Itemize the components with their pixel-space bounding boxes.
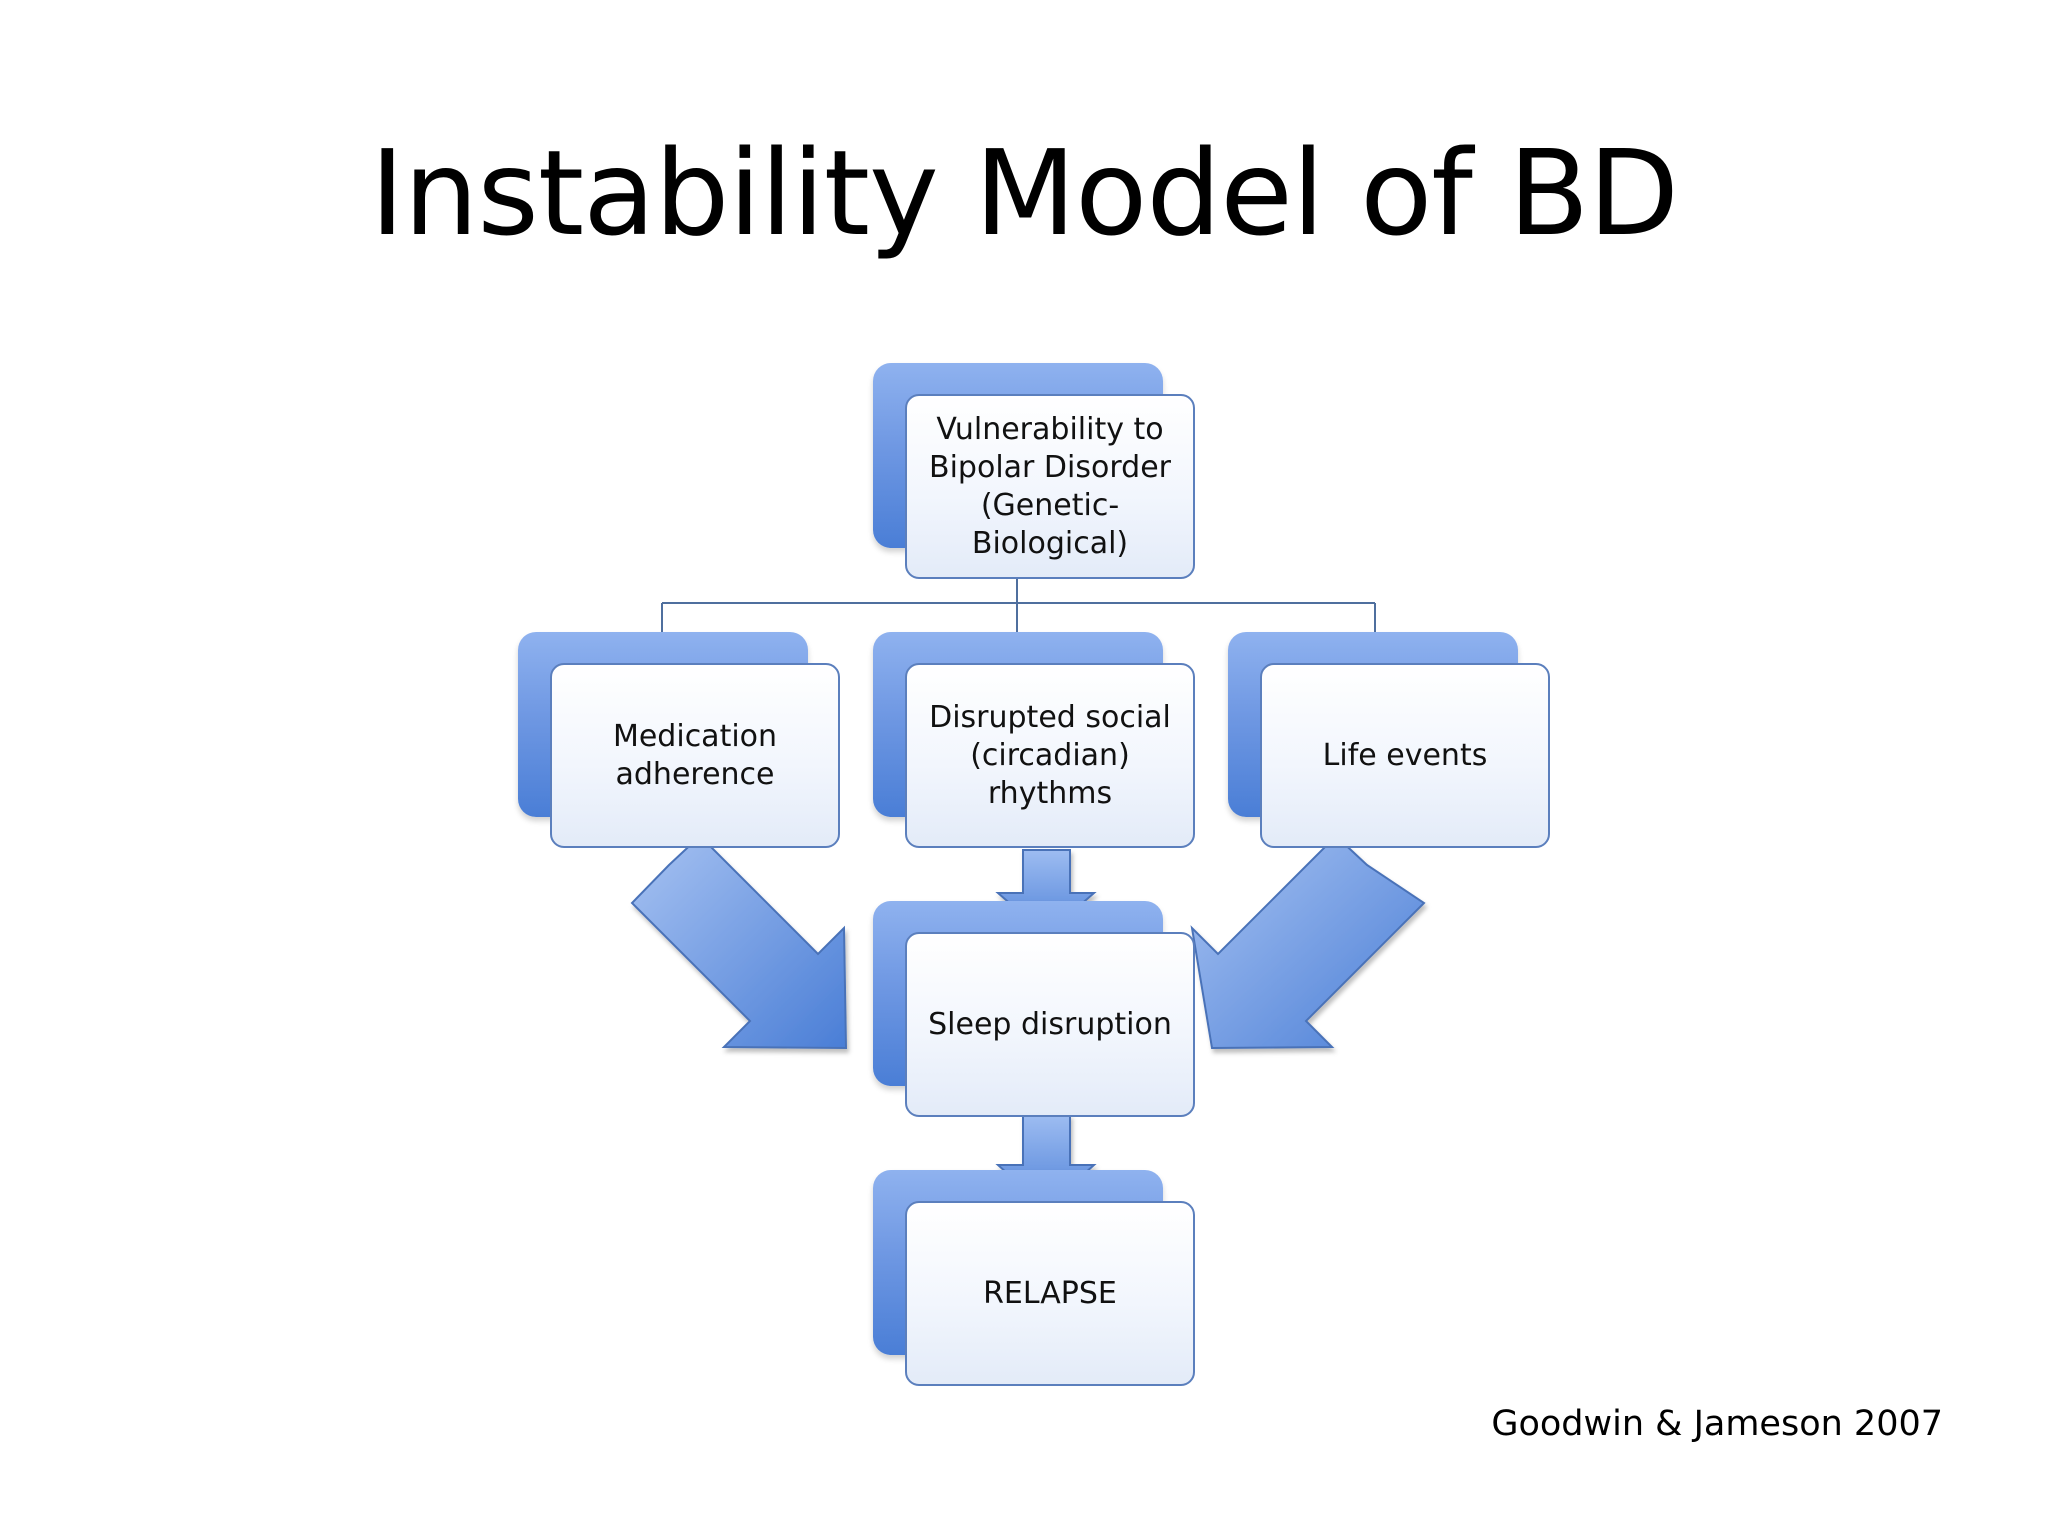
tree-connector — [661, 579, 1376, 633]
node-box: Medication adherence — [550, 663, 840, 848]
node-medication-adherence: Medication adherence — [518, 632, 840, 848]
node-box: RELAPSE — [905, 1201, 1195, 1386]
node-box: Vulnerability to Bipolar Disorder (Genet… — [905, 394, 1195, 579]
node-label: Vulnerability to Bipolar Disorder (Genet… — [929, 411, 1171, 561]
node-box: Life events — [1260, 663, 1550, 848]
node-box: Sleep disruption — [905, 932, 1195, 1117]
node-sleep-disruption: Sleep disruption — [873, 901, 1195, 1117]
node-disrupted-social-rhythms: Disrupted social (circadian) rhythms — [873, 632, 1195, 848]
node-vulnerability: Vulnerability to Bipolar Disorder (Genet… — [873, 363, 1195, 579]
slide-title: Instability Model of BD — [369, 124, 1679, 262]
node-label: Life events — [1322, 737, 1488, 773]
node-label: Medication adherence — [612, 718, 778, 792]
node-box: Disrupted social (circadian) rhythms — [905, 663, 1195, 848]
arrow-medication-to-sleep — [630, 834, 848, 1050]
node-label: Sleep disruption — [928, 1006, 1172, 1042]
arrow-life-events-to-sleep — [1190, 834, 1426, 1050]
node-label: Disrupted social (circadian) rhythms — [929, 699, 1171, 811]
node-label: RELAPSE — [983, 1275, 1117, 1311]
node-life-events: Life events — [1228, 632, 1550, 848]
citation: Goodwin & Jameson 2007 — [1491, 1404, 1943, 1444]
node-relapse: RELAPSE — [873, 1170, 1195, 1386]
